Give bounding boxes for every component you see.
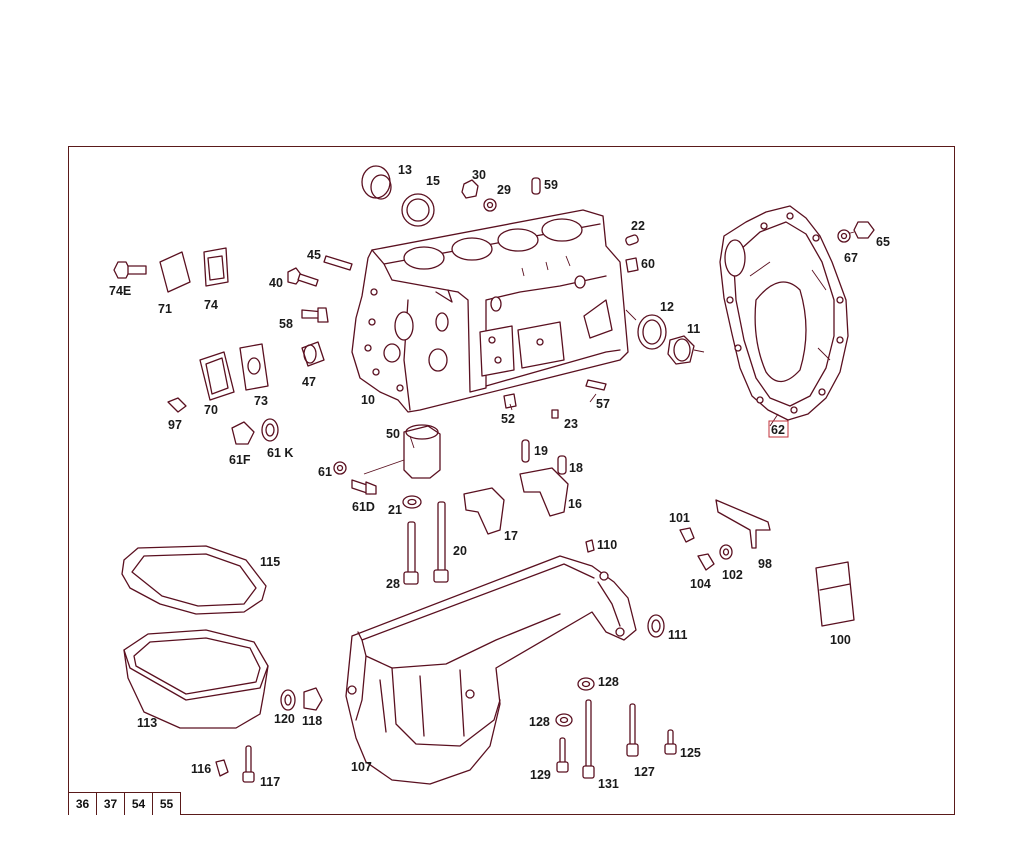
- part-label-100[interactable]: 100: [830, 633, 851, 647]
- part-label-18[interactable]: 18: [569, 461, 583, 475]
- part-label-60[interactable]: 60: [641, 257, 655, 271]
- part-label-59[interactable]: 59: [544, 178, 558, 192]
- part-label-28[interactable]: 28: [386, 577, 400, 591]
- part-label-13[interactable]: 13: [398, 163, 412, 177]
- part-label-10[interactable]: 10: [361, 393, 375, 407]
- page-tab-54[interactable]: 54: [124, 792, 153, 815]
- part-label-30[interactable]: 30: [472, 168, 486, 182]
- part-label-62[interactable]: 62: [771, 423, 785, 437]
- part-label-50[interactable]: 50: [386, 427, 400, 441]
- part-label-116[interactable]: 116: [191, 762, 211, 776]
- part-label-117[interactable]: 117: [260, 775, 280, 789]
- part-label-40[interactable]: 40: [269, 276, 283, 290]
- part-label-58[interactable]: 58: [279, 317, 293, 331]
- gasket-115-drawing: [121, 545, 267, 615]
- part-label-110[interactable]: 110: [597, 538, 617, 552]
- part-label-98[interactable]: 98: [758, 557, 772, 571]
- part-label-20[interactable]: 20: [453, 544, 467, 558]
- oil-pan-drawing: [345, 555, 637, 785]
- part-label-65[interactable]: 65: [876, 235, 890, 249]
- part-label-47[interactable]: 47: [302, 375, 316, 389]
- part-label-74e[interactable]: 74E: [109, 284, 131, 298]
- part-label-128-bottom[interactable]: 128: [529, 715, 550, 729]
- part-label-70[interactable]: 70: [204, 403, 218, 417]
- part-label-104[interactable]: 104: [690, 577, 711, 591]
- part-label-29[interactable]: 29: [497, 183, 511, 197]
- part-label-120[interactable]: 120: [274, 712, 295, 726]
- part-label-129[interactable]: 129: [530, 768, 551, 782]
- part-label-125[interactable]: 125: [680, 746, 701, 760]
- part-label-17[interactable]: 17: [504, 529, 518, 543]
- part-label-15[interactable]: 15: [426, 174, 440, 188]
- part-label-11[interactable]: 11: [687, 322, 700, 336]
- part-label-67[interactable]: 67: [844, 251, 858, 265]
- label-62-highlight: [768, 420, 789, 438]
- part-label-131[interactable]: 131: [598, 777, 619, 791]
- part-label-61f[interactable]: 61F: [229, 453, 251, 467]
- part-label-115[interactable]: 115: [260, 555, 280, 569]
- part-label-97[interactable]: 97: [168, 418, 182, 432]
- leader-lines: [363, 309, 779, 475]
- part-label-74[interactable]: 74: [204, 298, 218, 312]
- part-label-12[interactable]: 12: [660, 300, 674, 314]
- lower-pan-drawing: [123, 629, 269, 729]
- part-label-19[interactable]: 19: [534, 444, 548, 458]
- part-label-128-top[interactable]: 128: [598, 675, 619, 689]
- part-label-23[interactable]: 23: [564, 417, 578, 431]
- part-label-113[interactable]: 113: [137, 716, 157, 730]
- part-label-45[interactable]: 45: [307, 248, 321, 262]
- part-label-118[interactable]: 118: [302, 714, 322, 728]
- part-label-71[interactable]: 71: [158, 302, 172, 316]
- page-tab-37[interactable]: 37: [96, 792, 125, 815]
- part-label-111[interactable]: 111: [668, 628, 688, 642]
- part-label-61d[interactable]: 61D: [352, 500, 375, 514]
- part-labels: 13 15 30 29 59 22 60 65 67 45 74E 71 74 …: [109, 163, 890, 791]
- part-label-61[interactable]: 61: [318, 465, 332, 479]
- part-label-22[interactable]: 22: [631, 219, 645, 233]
- part-label-107[interactable]: 107: [351, 760, 372, 774]
- page-tab-36[interactable]: 36: [68, 792, 97, 815]
- part-label-73[interactable]: 73: [254, 394, 268, 408]
- part-label-52[interactable]: 52: [501, 412, 515, 426]
- part-label-102[interactable]: 102: [722, 568, 743, 582]
- page-tabs: 36 37 54 55: [68, 792, 181, 815]
- page-tab-55[interactable]: 55: [152, 792, 181, 815]
- part-label-16[interactable]: 16: [568, 497, 582, 511]
- small-parts-drawing: [113, 165, 875, 783]
- part-label-61k[interactable]: 61 K: [267, 446, 293, 460]
- part-label-127[interactable]: 127: [634, 765, 655, 779]
- part-label-101[interactable]: 101: [669, 511, 690, 525]
- rear-cover-drawing: [719, 205, 849, 421]
- diagram-frame: [68, 146, 955, 815]
- part-label-21[interactable]: 21: [388, 503, 402, 517]
- engine-block-drawing: [351, 209, 629, 413]
- part-label-57[interactable]: 57: [596, 397, 610, 411]
